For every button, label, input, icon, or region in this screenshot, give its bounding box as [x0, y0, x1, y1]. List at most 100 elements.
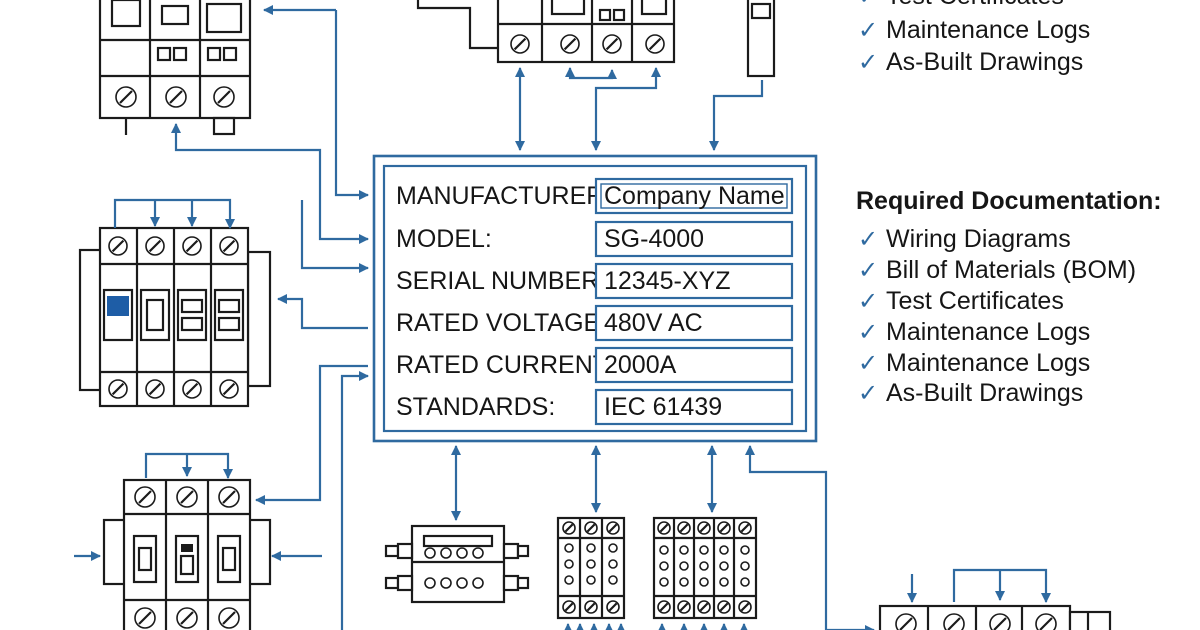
nameplate-value-box	[594, 346, 794, 384]
nameplate-value: Company Name	[604, 182, 785, 210]
terminal-screw-icon	[738, 600, 752, 614]
connection-arrow	[709, 80, 764, 151]
nameplate-label: RATED VOLTAGE:	[396, 309, 607, 337]
connection-arrow	[300, 200, 369, 273]
terminal-screw-icon	[108, 236, 128, 256]
terminal-screw-icon	[677, 600, 691, 614]
terminal-screw-icon	[657, 521, 671, 535]
terminal-screw-icon	[145, 379, 165, 399]
terminal-screw-icon	[218, 607, 240, 629]
document-list-item: ✓ Test Certificates	[858, 0, 1064, 10]
document-list-item: ✓ Wiring Diagrams	[858, 225, 1071, 253]
terminal-screw-icon	[562, 521, 576, 535]
connection-arrow	[277, 294, 368, 330]
nameplate-value-box	[594, 220, 794, 258]
nameplate-value: IEC 61439	[604, 393, 722, 421]
terminal-screw-icon	[165, 86, 187, 108]
nameplate-value-box	[594, 304, 794, 342]
document-item-label: Maintenance Logs	[886, 349, 1090, 377]
terminal-screw-icon	[560, 34, 580, 54]
nameplate-value: 480V AC	[604, 309, 703, 337]
connection-arrow	[255, 364, 368, 505]
check-icon: ✓	[858, 16, 878, 44]
nameplate-row: RATED CURRENT:2000A	[396, 346, 794, 384]
terminal-screw-icon	[218, 486, 240, 508]
nameplate-label: STANDARDS:	[396, 393, 555, 421]
check-icon: ✓	[858, 349, 878, 377]
document-item-label: Wiring Diagrams	[886, 225, 1071, 253]
nameplate-value: SG-4000	[604, 225, 704, 253]
document-item-label: Test Certificates	[886, 0, 1064, 10]
nameplate-row: MANUFACTURER:Company Name	[396, 177, 794, 215]
terminal-screw-icon	[606, 521, 620, 535]
document-list-item: ✓ Maintenance Logs	[858, 16, 1090, 44]
connection-arrow	[334, 10, 369, 200]
document-list-item: ✓ Bill of Materials (BOM)	[858, 256, 1136, 284]
terminal-screw-icon	[738, 521, 752, 535]
terminal-screw-icon	[717, 521, 731, 535]
terminal-screw-icon	[510, 34, 530, 54]
nameplate-label: MANUFACTURER:	[396, 182, 611, 210]
terminal-screw-icon	[717, 600, 731, 614]
document-list-item: ✓ Maintenance Logs	[858, 318, 1090, 346]
connection-arrow	[745, 445, 875, 630]
document-item-label: Test Certificates	[886, 287, 1064, 315]
check-icon: ✓	[858, 287, 878, 315]
document-list-item: ✓As-Built Drawings	[858, 379, 1083, 407]
nameplate-row: SERIAL NUMBER:12345-XYZ	[396, 262, 794, 300]
nameplate-value-box	[594, 388, 794, 426]
document-list-item: ✓As-Built Drawings	[858, 48, 1083, 76]
check-icon: ✓	[858, 0, 878, 10]
component-fuse-top-right	[746, 0, 776, 78]
terminal-screw-icon	[677, 521, 691, 535]
terminal-screw-icon	[134, 486, 156, 508]
documentation-title: Required Documentation:	[856, 187, 1162, 215]
document-item-label: As-Built Drawings	[886, 48, 1083, 76]
terminal-screw-icon	[182, 379, 202, 399]
check-icon: ✓	[858, 225, 878, 253]
nameplate-label: RATED CURRENT:	[396, 351, 612, 379]
terminal-screw-icon	[219, 379, 239, 399]
terminal-screw-icon	[602, 34, 622, 54]
document-item-label: Bill of Materials (BOM)	[886, 256, 1136, 284]
nameplate-value: 12345-XYZ	[604, 267, 730, 295]
connection-arrow	[591, 67, 661, 151]
component-terminal-strip-top	[416, 0, 676, 64]
terminal-screw-icon	[145, 236, 165, 256]
check-icon: ✓	[858, 256, 878, 284]
terminal-screw-icon	[134, 607, 156, 629]
required-documentation-panel: Required Documentation: ✓ Wiring Diagrams…	[856, 187, 1162, 407]
nameplate: MANUFACTURER:Company NameMODEL:SG-4000SE…	[372, 154, 818, 443]
document-item-label: Maintenance Logs	[886, 16, 1090, 44]
connection-arrows	[74, 5, 1051, 630]
terminal-screw-icon	[108, 379, 128, 399]
nameplate-value-box-inner	[600, 183, 788, 209]
connection-arrow	[113, 198, 235, 229]
terminal-screw-icon	[989, 613, 1011, 630]
document-list-item: ✓ Test Certificates	[858, 287, 1064, 315]
terminal-screw-icon	[584, 600, 598, 614]
terminal-screw-icon	[697, 521, 711, 535]
nameplate-label: SERIAL NUMBER:	[396, 267, 606, 295]
nameplate-row: RATED VOLTAGE:480V AC	[396, 304, 794, 342]
terminal-screw-icon	[697, 600, 711, 614]
terminal-screw-icon	[895, 613, 917, 630]
terminal-screw-icon	[943, 613, 965, 630]
component-connector-bottom-1	[384, 524, 530, 604]
document-item-label: Maintenance Logs	[886, 318, 1090, 346]
nameplate-value-box	[594, 262, 794, 300]
terminal-screw-icon	[115, 86, 137, 108]
nameplate-row: STANDARDS: IEC 61439	[396, 388, 794, 426]
document-item-label: As-Built Drawings	[886, 379, 1083, 407]
terminal-screw-icon	[219, 236, 239, 256]
document-list-item: ✓ Maintenance Logs	[858, 349, 1090, 377]
terminal-screw-icon	[176, 486, 198, 508]
terminal-screw-icon	[645, 34, 665, 54]
nameplate-value: 2000A	[604, 351, 677, 379]
check-icon: ✓	[858, 318, 878, 346]
terminal-screw-icon	[213, 86, 235, 108]
connection-arrow	[171, 123, 369, 244]
nameplate-row: MODEL:SG-4000	[396, 220, 794, 258]
terminal-screw-icon	[1035, 613, 1057, 630]
